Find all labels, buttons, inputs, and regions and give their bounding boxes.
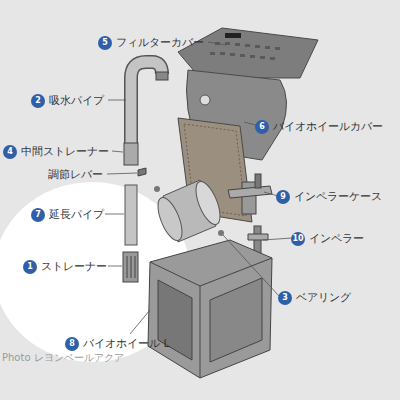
callout: 4中間ストレーナー xyxy=(3,144,110,159)
callout: 6バイオホイールカバー xyxy=(255,119,384,134)
callout: 10インペラー xyxy=(291,231,365,246)
part-name: インペラーケース xyxy=(293,189,383,204)
part-name: ベアリング xyxy=(295,290,352,305)
part-name: 中間ストレーナー xyxy=(20,144,110,159)
part-name: バイオホイールカバー xyxy=(272,119,384,134)
part-name: インペラー xyxy=(308,231,365,246)
callout-number: 8 xyxy=(65,337,79,351)
callout: 5フィルターカバー xyxy=(98,35,205,50)
callout: 1ストレーナー xyxy=(23,259,108,274)
callout-number: 4 xyxy=(3,145,17,159)
callout-number: 6 xyxy=(255,120,269,134)
part-name: 調節レバー xyxy=(48,167,103,182)
watermark: Photo レヨンベールアクア xyxy=(2,351,124,365)
part-name: 延長パイプ xyxy=(48,207,105,222)
callout: 3ベアリング xyxy=(278,290,352,305)
callout: 9インペラーケース xyxy=(276,189,383,204)
callout: 8バイオホイール L xyxy=(65,336,171,351)
callout-number: 10 xyxy=(291,232,305,246)
callout-number: 9 xyxy=(276,190,290,204)
part-name: ストレーナー xyxy=(40,259,108,274)
callout-number: 2 xyxy=(31,94,45,108)
part-name: フィルターカバー xyxy=(115,35,205,50)
callout: 7延長パイプ xyxy=(31,207,105,222)
part-name: 吸水パイプ xyxy=(48,93,105,108)
callout: 2吸水パイプ xyxy=(31,93,105,108)
callout-number: 7 xyxy=(31,208,45,222)
part-name: バイオホイール L xyxy=(82,336,171,351)
callout-number: 1 xyxy=(23,260,37,274)
callout-number: 5 xyxy=(98,36,112,50)
callout-number: 3 xyxy=(278,291,292,305)
